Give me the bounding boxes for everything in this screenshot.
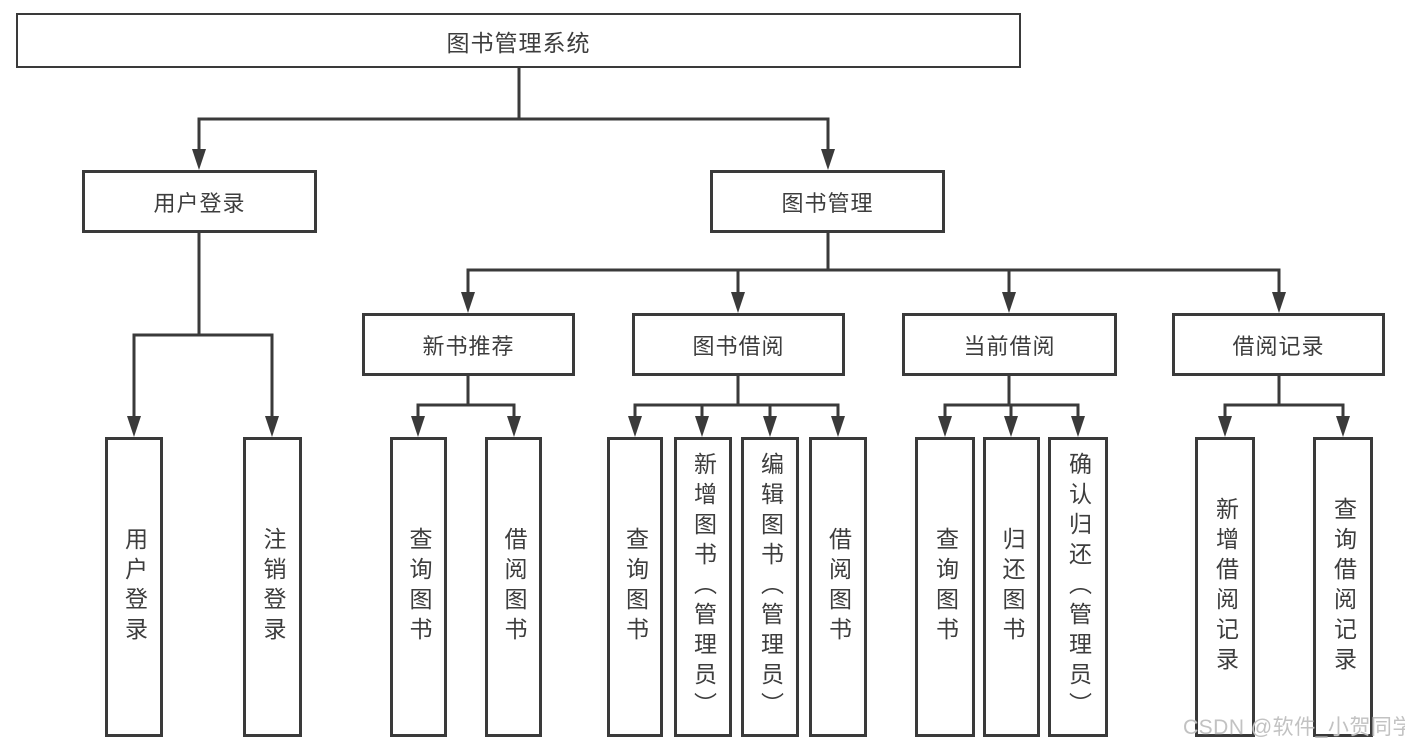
node-current-borrowing: 当前借阅 [902,313,1117,376]
arrowhead [461,292,475,313]
leaf-label: 查询借阅记录 [1330,497,1357,677]
arrowhead [507,416,521,437]
leaf-label: 用户登录 [121,527,148,647]
node-new-book-recommend: 新书推荐 [362,313,575,376]
leaf-query-books-borrowing: 查询图书 [607,437,663,737]
arrowhead [1272,292,1286,313]
leaf-label: 新增图书（管理员） [690,452,717,722]
arrowhead [695,416,709,437]
arrowhead [265,416,279,437]
leaf-add-borrow-record: 新增借阅记录 [1195,437,1255,737]
leaf-add-books-admin: 新增图书（管理员） [674,437,732,737]
arrowhead [821,149,835,170]
node-borrowing-records: 借阅记录 [1172,313,1385,376]
arrowhead [192,149,206,170]
leaf-label: 查询图书 [406,527,432,647]
arrowhead [127,416,141,437]
leaf-label: 查询图书 [932,527,959,647]
arrowhead [1071,416,1085,437]
arrowhead [1002,292,1016,313]
arrowhead [763,416,777,437]
leaf-query-books-current: 查询图书 [915,437,975,737]
arrowhead [938,416,952,437]
leaf-logout: 注销登录 [243,437,302,737]
leaf-edit-books-admin: 编辑图书（管理员） [741,437,799,737]
arrowhead [411,416,425,437]
leaf-borrow-books-newbooks: 借阅图书 [485,437,542,737]
leaf-return-books: 归还图书 [983,437,1040,737]
arrowhead [1004,416,1018,437]
node-library-management-system: 图书管理系统 [16,13,1021,68]
leaf-label: 归还图书 [999,527,1025,647]
arrowhead [731,292,745,313]
arrowhead [1336,416,1350,437]
leaf-label: 借阅图书 [825,527,852,647]
arrowhead [831,416,845,437]
arrowhead [1218,416,1232,437]
leaf-label: 编辑图书（管理员） [757,452,784,722]
leaf-confirm-return-admin: 确认归还（管理员） [1048,437,1108,737]
leaf-borrow-books-borrowing: 借阅图书 [809,437,867,737]
node-user-login: 用户登录 [82,170,317,233]
leaf-query-books-newbooks: 查询图书 [390,437,447,737]
leaf-label: 查询图书 [622,527,649,647]
leaf-query-borrow-record: 查询借阅记录 [1313,437,1373,737]
leaf-label: 注销登录 [260,527,286,647]
node-book-management: 图书管理 [710,170,945,233]
leaf-user-login: 用户登录 [105,437,163,737]
arrowhead [628,416,642,437]
node-book-borrowing: 图书借阅 [632,313,845,376]
leaf-label: 新增借阅记录 [1212,497,1239,677]
csdn-watermark: CSDN @软件_小贺同学 [1183,716,1405,739]
leaf-label: 借阅图书 [501,527,527,647]
leaf-label: 确认归还（管理员） [1065,452,1092,722]
